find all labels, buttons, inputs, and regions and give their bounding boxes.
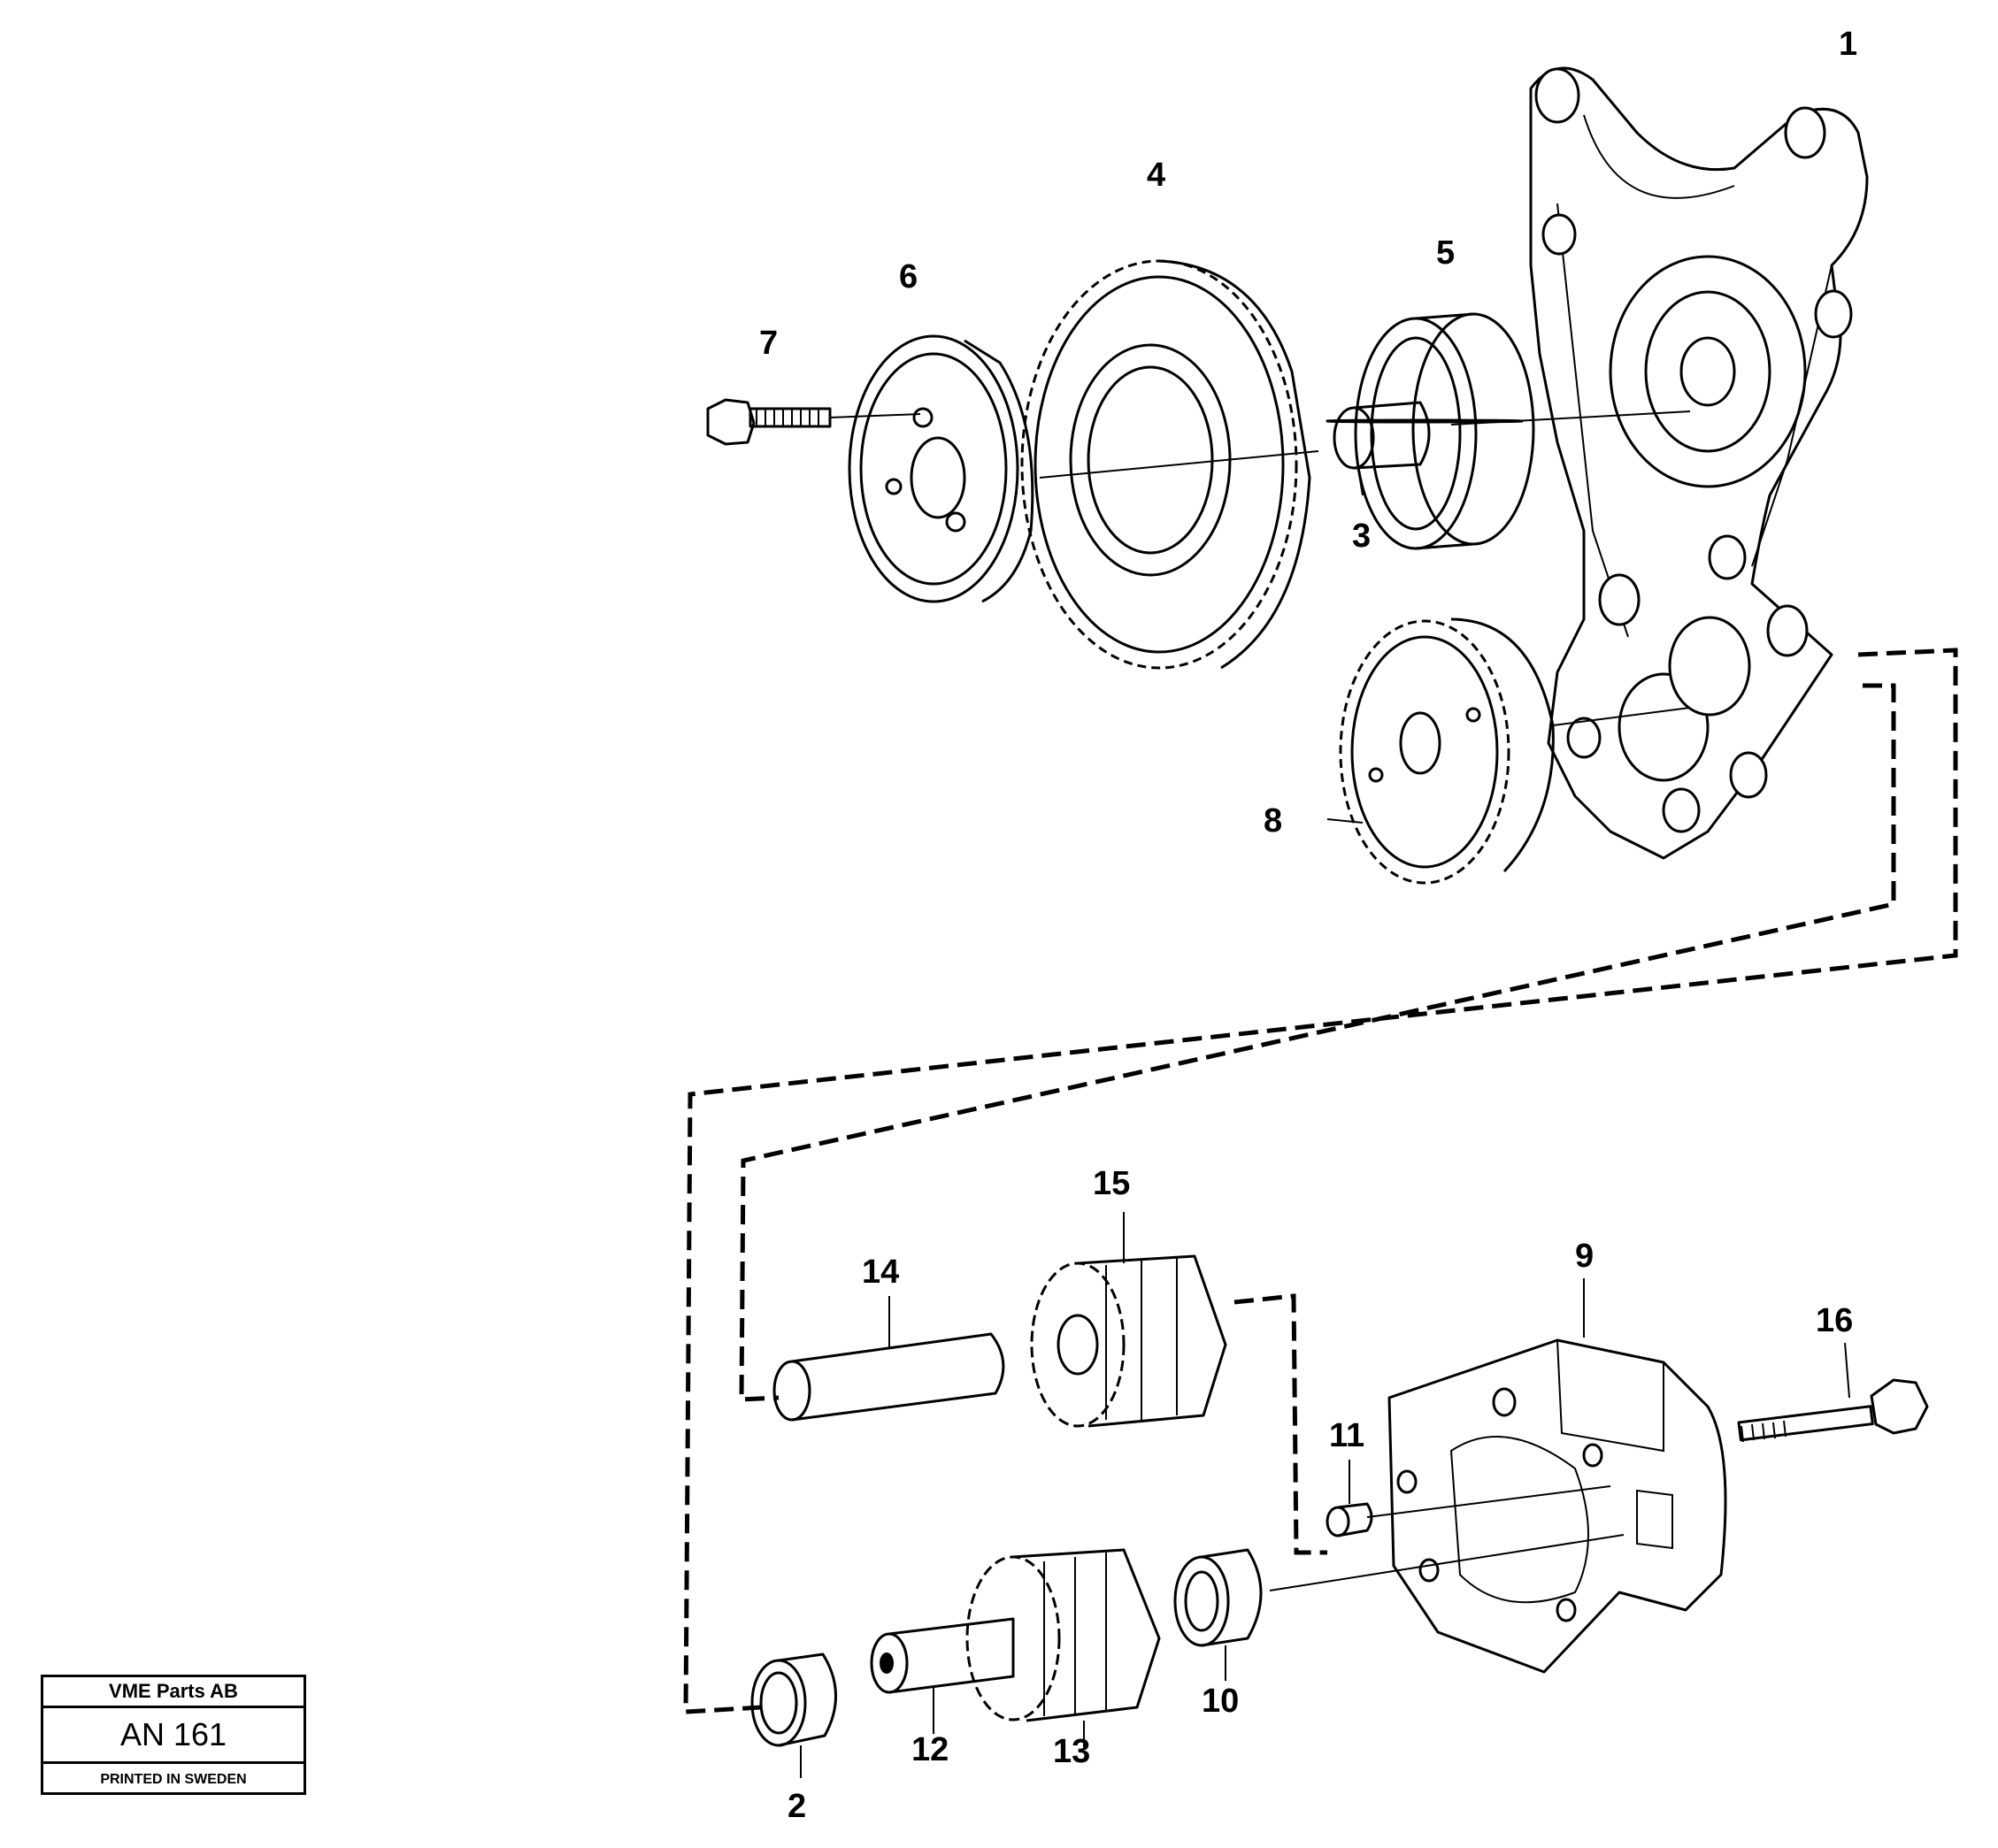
callout-12: 12 [911,1731,949,1768]
pump-cover-icon [1387,1278,1727,1674]
callout-5: 5 [1436,234,1455,272]
shaft-icon [870,1617,1015,1734]
callout-2: 2 [788,1788,806,1825]
drawing-code: AN 161 [43,1708,304,1764]
bushing-icon [750,1652,837,1778]
callout-labels: 1 2 3 4 5 6 7 8 9 10 11 12 13 14 15 16 [759,26,1857,1825]
pump-gear-icon [1030,1212,1227,1428]
callout-7: 7 [759,325,778,362]
callout-6: 6 [899,258,918,295]
large-gear-icon [1020,259,1319,670]
callout-14: 14 [862,1254,899,1291]
bolt-icon [1737,1342,1929,1443]
pump-gear-icon [965,1548,1161,1747]
callout-11: 11 [1329,1417,1364,1454]
callout-8: 8 [1264,802,1282,840]
shaft-icon [772,1296,1005,1422]
shaft-icon [1333,401,1431,496]
printed-note: PRINTED IN SWEDEN [100,1772,247,1787]
callout-15: 15 [1093,1165,1130,1202]
callout-10: 10 [1202,1683,1239,1720]
title-stamp: VME Parts AB AN 161 PRINTED IN SWEDEN [41,1675,306,1795]
company-name: VME Parts AB [43,1677,304,1708]
dowel-pin-icon [1326,1460,1611,1537]
drive-gear-icon [1326,617,1691,885]
connector-lines [683,648,1958,1714]
bolt-icon [706,398,921,446]
callout-1: 1 [1839,26,1857,63]
bushing-icon [1173,1534,1625,1681]
flange-hub-icon [848,334,1034,603]
callout-13: 13 [1053,1733,1090,1770]
callout-16: 16 [1816,1302,1853,1339]
pump-housing-icon [1529,66,1869,860]
callout-4: 4 [1147,157,1165,194]
bearing-ring-icon [1326,312,1691,550]
callout-3: 3 [1352,518,1371,555]
callout-9: 9 [1575,1238,1594,1275]
